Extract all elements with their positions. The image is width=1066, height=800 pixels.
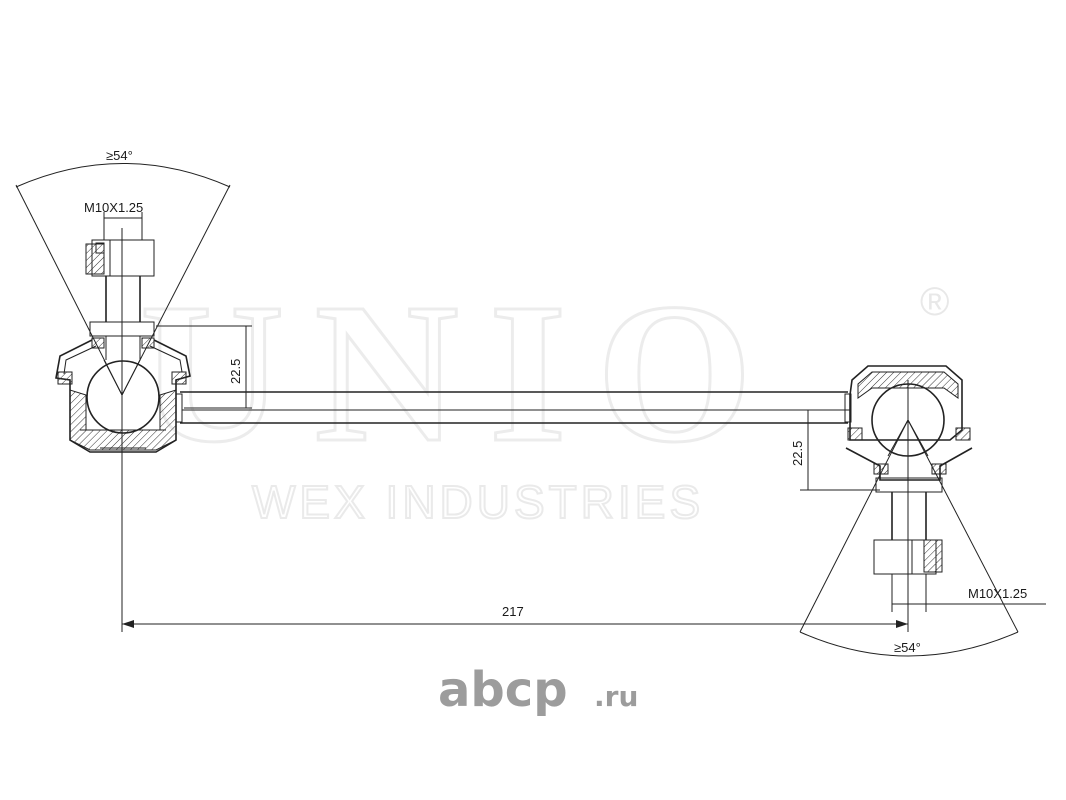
watermark: UNIO ® WEX INDUSTRIES	[139, 262, 950, 530]
abcp-logo-name: abcp	[438, 662, 568, 718]
stabilizer-rod	[175, 391, 852, 424]
right-height-label: 22.5	[790, 441, 805, 466]
left-thread-label: M10X1.25	[84, 200, 143, 215]
left-ball-joint	[15, 163, 231, 632]
right-thread-label: M10X1.25	[968, 586, 1027, 601]
left-angle-label: ≥54°	[106, 148, 133, 163]
left-height-label: 22.5	[228, 359, 243, 384]
watermark-registered-mark: ®	[920, 280, 949, 324]
right-angle-label: ≥54°	[894, 640, 921, 655]
abcp-logo: abcp .ru	[438, 662, 638, 718]
watermark-company: WEX INDUSTRIES	[252, 476, 704, 528]
right-ball-joint	[799, 365, 1019, 657]
dimension-lines	[103, 212, 1046, 630]
abcp-logo-tld: .ru	[594, 680, 638, 713]
length-label: 217	[502, 604, 524, 619]
watermark-brand: UNIO	[140, 263, 782, 484]
